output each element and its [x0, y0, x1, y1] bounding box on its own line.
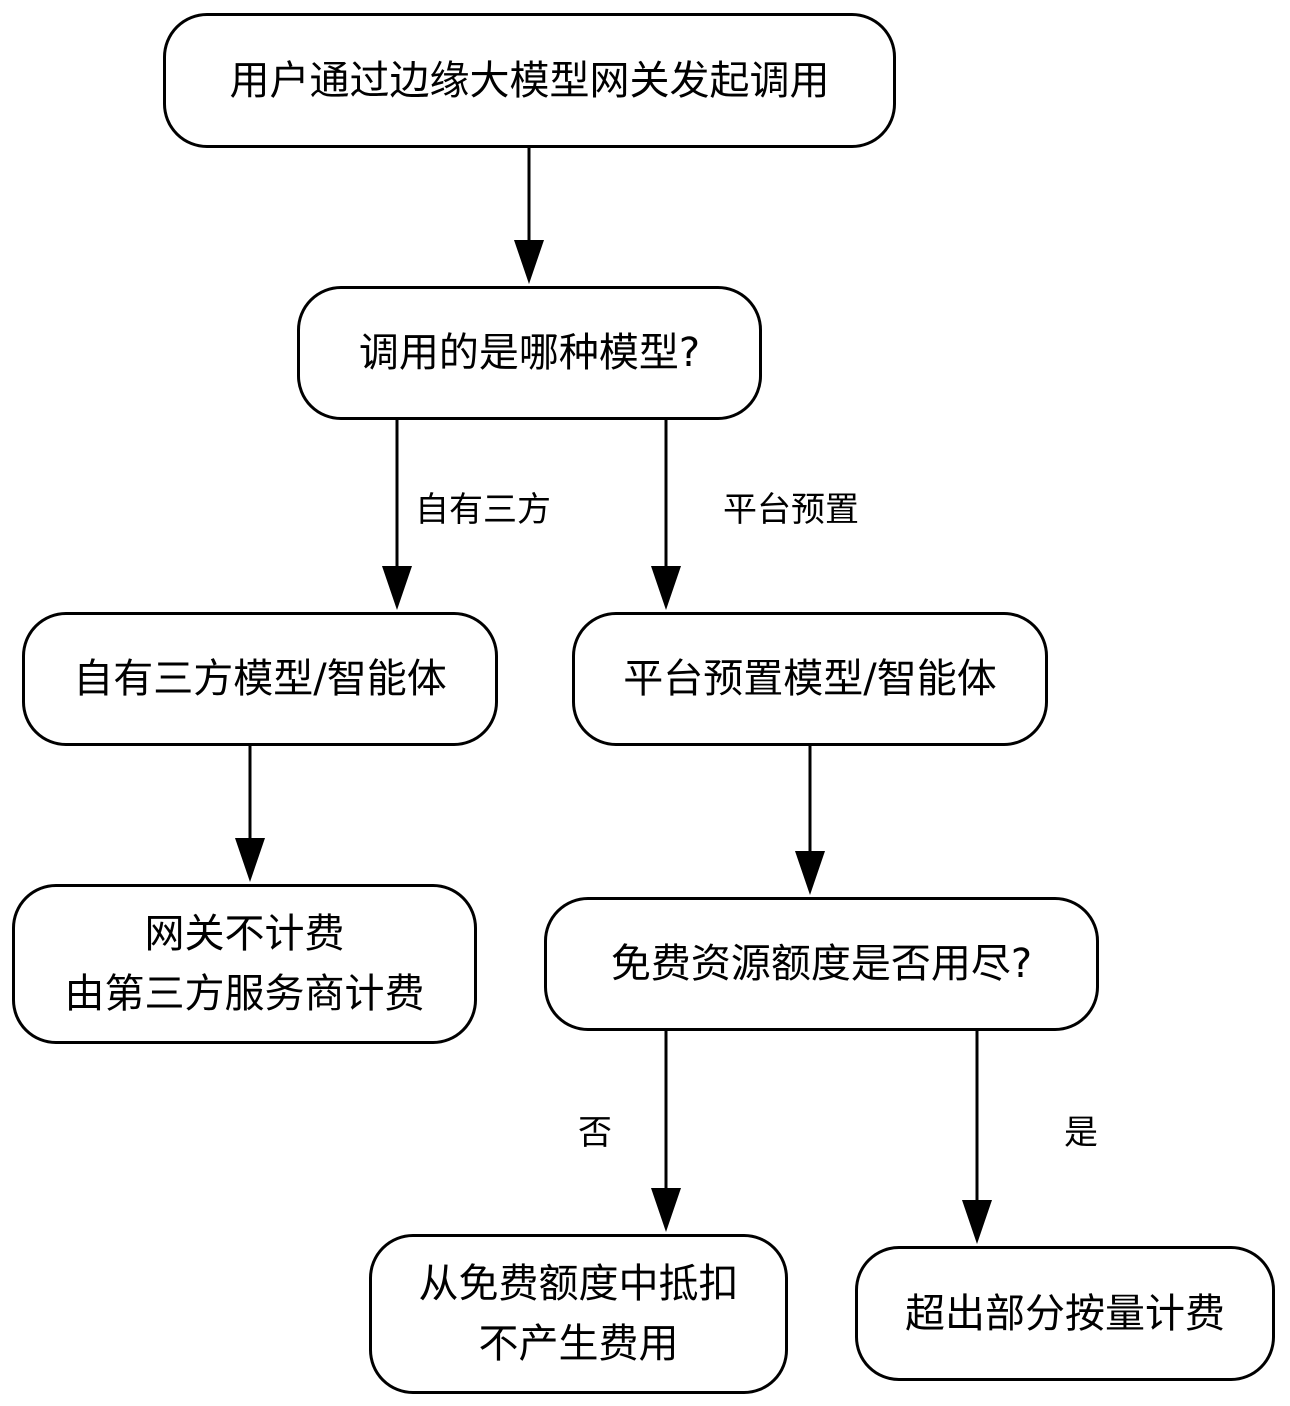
edge-label-yes: 是 [1064, 1113, 1098, 1153]
edge-label-platform-preset: 平台预置 [723, 490, 859, 530]
deduct-free-quota-node: 从免费额度中抵扣 不产生费用 [369, 1234, 788, 1394]
own-third-party-model-node: 自有三方模型/智能体 [22, 612, 498, 746]
gateway-no-charge-node: 网关不计费 由第三方服务商计费 [12, 884, 477, 1044]
overage-billing-label: 超出部分按量计费 [905, 1290, 1225, 1337]
arrowhead-platform-to-quota [795, 851, 825, 895]
own-third-party-model-label: 自有三方模型/智能体 [73, 656, 447, 702]
start-node: 用户通过边缘大模型网关发起调用 [163, 13, 896, 148]
edge-label-own-third-party: 自有三方 [415, 490, 551, 530]
gateway-no-charge-line2: 由第三方服务商计费 [64, 971, 425, 1017]
arrowhead-question-to-own [382, 566, 412, 610]
model-type-decision-node: 调用的是哪种模型? [297, 286, 762, 420]
arrowhead-question-to-platform [651, 566, 681, 610]
edge-label-no: 否 [578, 1113, 612, 1153]
arrowhead-start-to-question [514, 240, 544, 284]
arrowhead-quota-to-deduct [651, 1188, 681, 1232]
model-type-decision-label: 调用的是哪种模型? [358, 330, 701, 376]
overage-billing-node: 超出部分按量计费 [855, 1246, 1275, 1381]
arrowhead-own-to-free [235, 838, 265, 882]
start-node-label: 用户通过边缘大模型网关发起调用 [229, 57, 830, 104]
deduct-free-quota-line1: 从免费额度中抵扣 [418, 1261, 739, 1307]
free-quota-decision-label: 免费资源额度是否用尽? [610, 941, 1033, 987]
free-quota-decision-node: 免费资源额度是否用尽? [544, 897, 1099, 1031]
platform-preset-model-label: 平台预置模型/智能体 [623, 656, 997, 702]
arrowhead-quota-to-overage [962, 1200, 992, 1244]
deduct-free-quota-line2: 不产生费用 [478, 1321, 679, 1367]
gateway-no-charge-line1: 网关不计费 [144, 911, 345, 957]
platform-preset-model-node: 平台预置模型/智能体 [572, 612, 1048, 746]
